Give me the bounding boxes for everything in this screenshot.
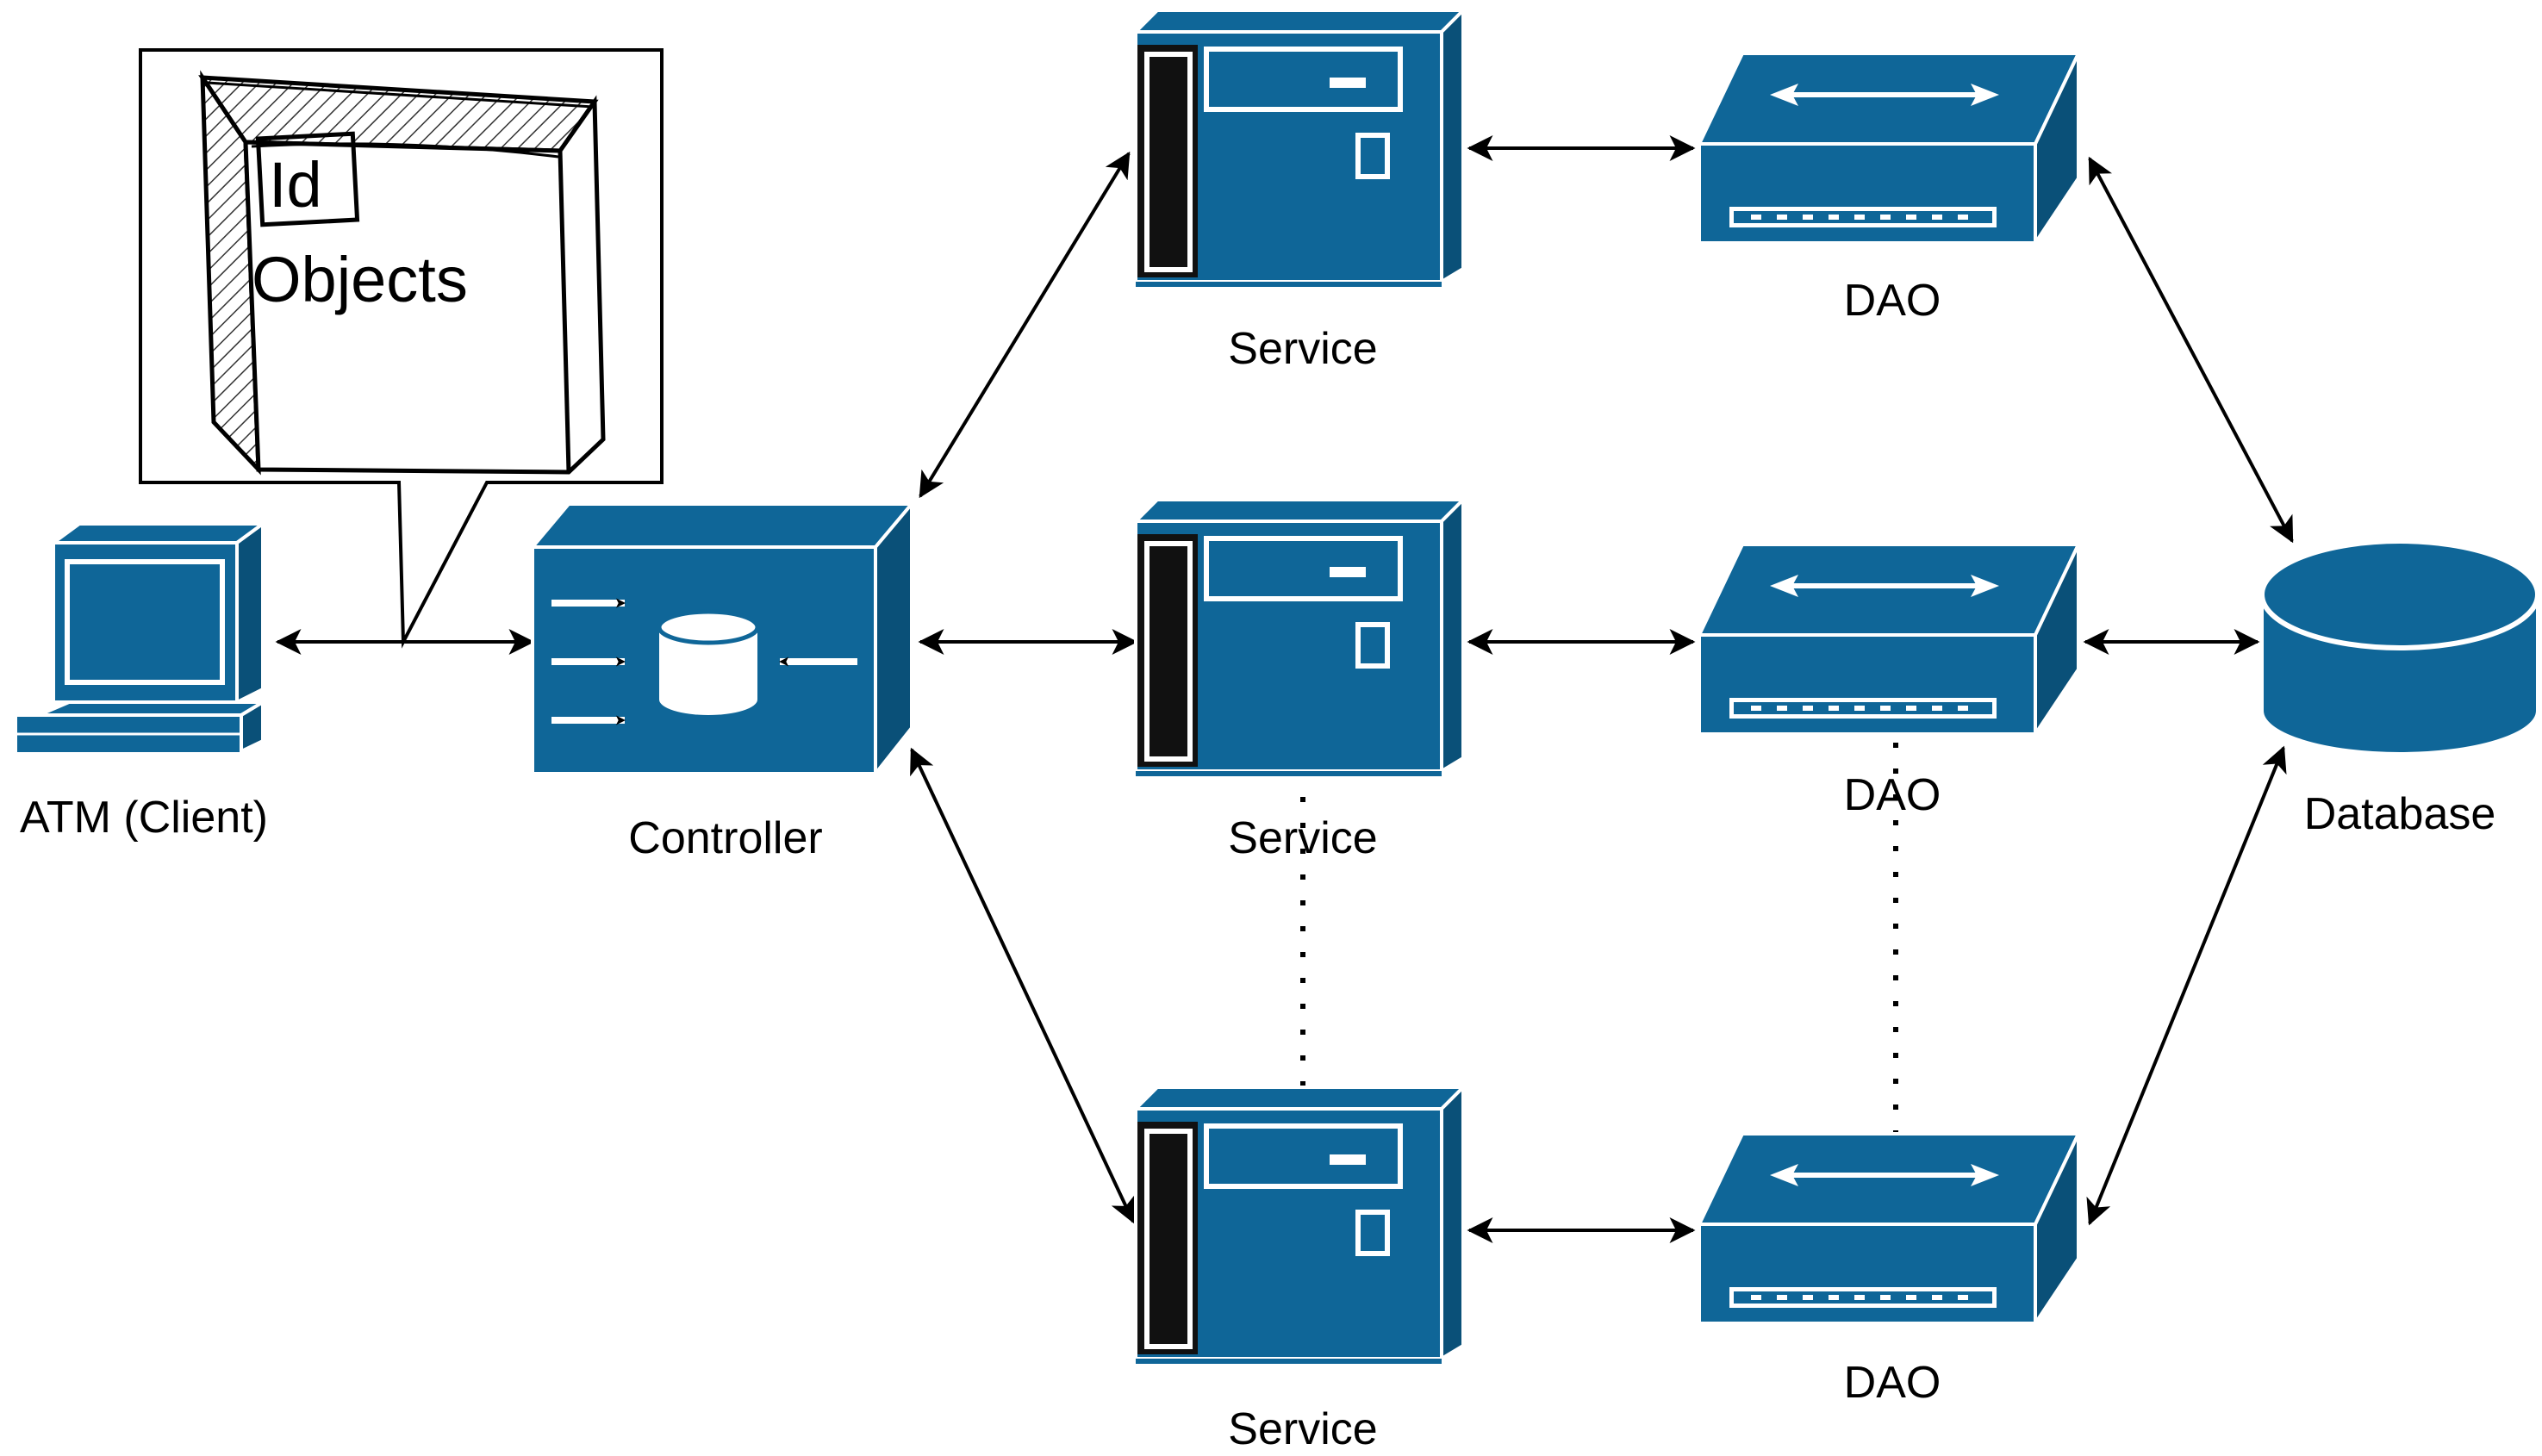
label-service-bottom: Service [1228, 1404, 1377, 1454]
bridge-device-icon [1699, 1134, 2078, 1323]
label-client: ATM (Client) [20, 793, 268, 843]
server-tower-icon [1136, 1087, 1463, 1364]
dao-mid: DAO [1699, 544, 2078, 820]
label-service-mid: Service [1228, 813, 1377, 863]
controller-switch-icon [528, 499, 916, 779]
database-cylinder-icon [2259, 538, 2540, 756]
label-database: Database [2304, 789, 2496, 839]
workstation-icon [14, 520, 270, 756]
sketch-box-icon: Id Objects [198, 70, 606, 476]
bridge-device-icon [1699, 53, 2078, 243]
label-service-top: Service [1228, 324, 1377, 374]
bridge-device-icon [1699, 544, 2078, 734]
dao-top: DAO [1699, 53, 2078, 326]
callout-line2: Objects [252, 244, 468, 315]
label-controller: Controller [628, 813, 822, 863]
server-tower-icon [1136, 500, 1463, 776]
label-dao-top: DAO [1844, 276, 1941, 326]
server-tower-icon [1136, 10, 1463, 287]
edge-dao-bottom-database [2086, 745, 2287, 1226]
label-dao-mid: DAO [1844, 770, 1941, 820]
service-top: Service [1136, 10, 1463, 374]
edge-dao-top-database [2088, 156, 2294, 544]
edge-controller-service-bottom [910, 747, 1135, 1224]
service-mid: Service [1136, 500, 1463, 863]
callout: Id Objects [139, 48, 664, 649]
callout-line1: Id [269, 149, 322, 221]
connectors [275, 135, 2294, 1243]
service-bottom: Service [1136, 1087, 1463, 1454]
label-dao-bottom: DAO [1844, 1358, 1941, 1408]
edge-controller-service-top [919, 151, 1131, 499]
dao-bottom: DAO [1699, 1134, 2078, 1408]
